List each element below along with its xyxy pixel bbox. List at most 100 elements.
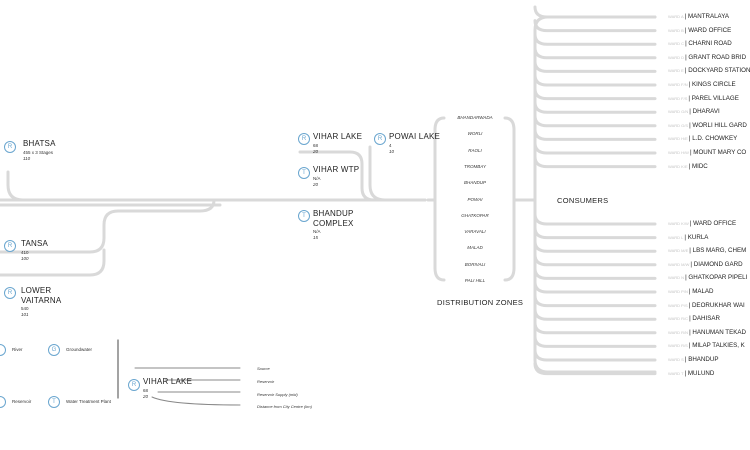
ward-name: DHARAVI [692,108,720,116]
legend-label: River [12,347,23,352]
ward-name: DAHISAR [692,315,720,323]
ward-code: WARD N [668,275,685,281]
distribution-zones-title: DISTRIBUTION ZONES [437,298,524,307]
ward-separator: | [688,162,692,170]
consumer-ward: WARD R/C| DAHISAR [668,315,720,322]
source-name: POWAI LAKE [389,132,441,141]
ward-name: HANUMAN TEKAD [692,328,746,336]
groundwater-legend-icon: G [48,344,60,356]
source-name: VAITARNA [21,296,62,305]
legend-annotation: Source [257,366,270,371]
ward-separator: | [689,220,694,227]
consumer-ward: WARD B| WARD OFFICE [668,27,731,34]
ward-separator: | [684,369,688,377]
source-distance: 101 [21,312,29,317]
ward-separator: | [685,40,689,48]
distribution-zone: WORLI [467,131,483,137]
ward-name: GRANT ROAD BRID [688,53,747,61]
ward-separator: | [689,315,693,323]
ward-connector [533,5,657,19]
ward-code: WARD L [668,234,684,240]
ward-connector [533,253,657,267]
consumer-ward: WARD T| MULUND [668,370,714,377]
consumer-ward: WARD F/S| PAREL VILLAGE [668,95,739,102]
ward-name: MANTRALAYA [687,13,729,20]
distribution-zone: MALAD [467,245,483,251]
consumer-ward: WARD G/N| DHARAVI [668,108,720,115]
ward-name: KURLA [687,233,709,241]
consumer-ward: WARD P/N| MALAD [668,288,714,295]
reservoir-badge-icon: R [4,240,16,252]
ward-code: WARD K/E [668,163,688,169]
source-name: VIHAR LAKE [313,132,363,141]
source-distance: 10 [389,149,395,154]
source-supply: 4 [389,143,392,148]
source-name: TANSA [21,239,49,248]
ward-separator: | [684,356,689,363]
ward-code: WARD G/N [668,109,689,115]
source-supply: 68 [313,143,319,148]
consumer-ward: WARD L| KURLA [668,234,708,241]
distribution-zone: RAOLI [468,147,482,153]
consumer-ward: WARD R/N| HANUMAN TEKAD [668,329,746,336]
ward-name: DIAMOND GARD [693,260,743,268]
ward-separator: | [689,149,694,156]
ward-name: KINGS CIRCLE [691,81,736,88]
consumer-ward: WARD S| BHANDUP [668,356,718,363]
legend-label: Water Treatment Plant [66,399,111,404]
ward-name: CHARNI ROAD [688,40,732,48]
legend-annotation: Distance from City Centre (km) [257,404,312,409]
source-supply: 455 x 3 Stages [23,150,54,155]
ward-connector [533,362,657,376]
consumers-title: CONSUMERS [557,196,609,205]
ward-connector [533,212,657,226]
ward-connector [533,155,657,169]
ward-code: WARD P/N [668,289,688,294]
reservoir-badge-icon: R [128,379,140,391]
ward-code: WARD M/W [668,261,690,267]
ward-connector [533,141,657,155]
ward-separator: | [689,328,693,336]
ward-name: PAREL VILLAGE [691,94,739,102]
distribution-zone: VARAVALI [464,229,486,235]
consumer-ward: WARD D| GRANT ROAD BRID [668,54,746,61]
ward-separator: | [689,108,693,116]
source-name: COMPLEX [313,219,354,228]
ward-separator: | [684,26,689,34]
ward-name: WORLI HILL GARD [692,121,747,129]
consumer-ward: WARD K/E| MIDC [668,163,708,170]
ward-separator: | [688,288,693,295]
ward-name: GHATKOPAR PIPELI [688,274,748,282]
legend-label: Reservoir [12,399,32,404]
ward-name: L.D. CHOWKEY [692,135,738,143]
ward-connector [533,266,657,280]
legend-example-supply: 68 [143,388,149,393]
ward-connector [533,100,657,114]
treatment-plant-legend-icon: T [48,396,60,408]
ward-connector [533,127,657,141]
ward-code: WARD P/S [668,302,688,308]
ward-code: WARD C [668,41,685,47]
ward-code: WARD R/C [668,316,689,322]
distribution-zone: TROMBAY [464,163,486,169]
ward-name: WARD OFFICE [693,220,737,227]
consumer-ward: WARD H/W| MOUNT MARY CO [668,149,746,156]
ward-code: WARD R/N [668,329,689,335]
reservoir-badge-icon: R [374,133,386,145]
source-supply: N/A [313,176,321,181]
ward-code: WARD F/S [668,95,688,101]
ward-connector [533,239,657,253]
ward-code: WARD A [668,14,684,19]
source-supply: 410 [21,250,29,255]
ward-name: WARD OFFICE [688,26,732,34]
ward-connector [533,226,657,240]
ward-code: WARD S [668,357,684,362]
source-distance: 15 [313,235,319,240]
ward-connector [533,19,657,33]
source-name: LOWER [21,286,52,295]
source-supply: 540 [21,306,29,311]
ward-separator: | [685,274,689,282]
ward-code: WARD R/S [668,343,688,349]
consumer-ward: WARD F/N| KINGS CIRCLE [668,81,736,88]
